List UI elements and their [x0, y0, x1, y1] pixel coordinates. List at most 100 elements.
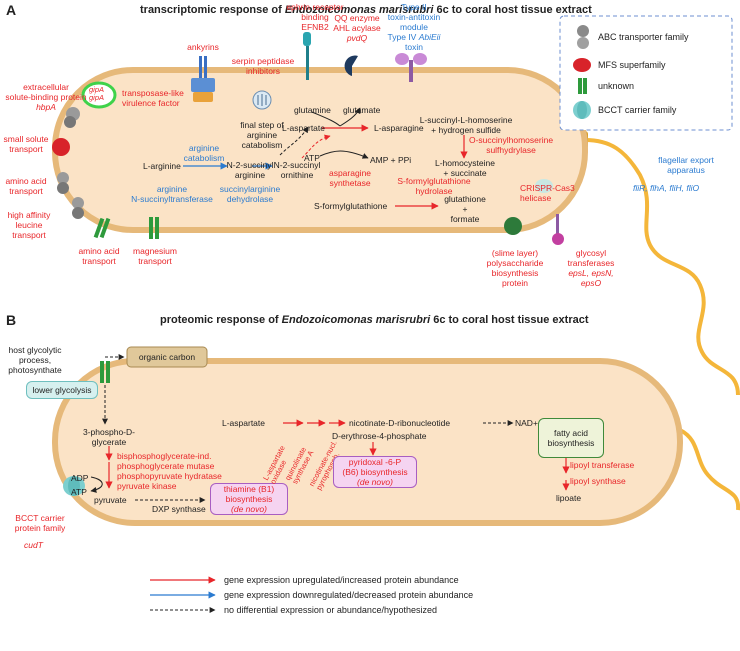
flagellum-b — [678, 428, 740, 511]
carbon-transporter — [100, 361, 110, 383]
lower-glycolysis-box: lower glycolysis — [26, 381, 98, 399]
organic-carbon-box — [126, 346, 208, 368]
thiamine-box: thiamine (B1)biosynthesis(de novo) — [210, 483, 288, 515]
enolase-label: phosphopyruvate hydratase — [117, 471, 222, 481]
legend-up-label: gene expression upregulated/increased pr… — [224, 575, 459, 585]
ankyrins-label: ankyrins — [187, 42, 219, 52]
bcct-carrier-icon — [63, 476, 85, 496]
gip-transposase-icon — [81, 81, 117, 109]
legend-none-label: no differential expression or abundance/… — [224, 605, 437, 615]
l-arginine: L-arginine — [143, 161, 181, 171]
mfs-transporter-icon — [52, 138, 70, 156]
amp-ppi: AMP + PPi — [370, 155, 412, 165]
hbpA-protein — [64, 107, 80, 128]
ankyrin-protein — [191, 56, 215, 102]
serpin-protein — [252, 90, 272, 110]
amino-acid-transporter-bottom — [93, 217, 111, 239]
legend-down-label: gene expression downregulated/decreased … — [224, 590, 474, 600]
unknown-legend-icon — [578, 78, 587, 94]
pyruvate: pyruvate — [94, 495, 127, 505]
organic-carbon-label: organic carbon — [138, 352, 196, 362]
panel-b-title: proteomic response of Endozoicomonas mar… — [160, 314, 589, 326]
arrow-final-step — [279, 126, 309, 156]
legend-box-a — [559, 15, 733, 131]
abc-legend-icon — [577, 25, 589, 49]
arrow-glutamate — [339, 107, 361, 127]
mfs-legend-icon — [573, 58, 591, 72]
legend-bcct-label: BCCT carrier family — [598, 105, 677, 115]
glutathione-formate: glutathione+formate — [444, 194, 486, 224]
cell-b — [52, 358, 683, 526]
dxp-synthase: DXP synthase — [152, 504, 206, 514]
atp-a: ATP — [304, 153, 320, 163]
l-asparagine: L-asparagine — [374, 123, 424, 133]
adp: ADP — [71, 473, 89, 483]
glycosyl-transferase-icon — [552, 214, 564, 245]
3-phosphoglycerate: 3-phospho-D-glycerate — [83, 427, 135, 447]
s-formylglutathione: S-formylglutathione — [314, 201, 388, 211]
flagellar-genes: fliR, flhA, fliH, fliO — [633, 183, 700, 193]
d-erythrose-4-phosphate: D-erythrose-4-phosphate — [332, 431, 427, 441]
leucine-abc-transporter — [72, 197, 84, 219]
legend-unknown-label: unknown — [598, 81, 635, 91]
magnesium-transporter — [149, 217, 159, 239]
panel-a-title: transcriptomic response of Endozoicomona… — [140, 4, 592, 16]
bpgm-label: bisphosphoglycerate-ind.phosphoglycerate… — [117, 451, 215, 471]
toxin-antitoxin-icon — [395, 53, 427, 82]
lipoyl-synthase: lipoyl synthase — [570, 476, 626, 486]
succinyl-homoserine: L-succinyl-L-homoserine+ hydrogen sulfid… — [419, 115, 513, 135]
flagellum-a — [584, 138, 740, 396]
cudT-gene: cudT — [24, 540, 43, 550]
panel-b-letter: B — [6, 312, 17, 328]
arrow-glutamine — [311, 111, 341, 127]
nicotinate-d-ribonucleotide: nicotinate-D-ribonucleotide — [349, 418, 451, 428]
arrow-adp-atp — [90, 476, 103, 493]
amino-acid-abc-transporter-left — [57, 172, 69, 194]
pyruvate-kinase-label: pyruvate kinase — [117, 481, 177, 491]
panel-a-letter: A — [6, 2, 17, 18]
glutamine: glutamine — [294, 105, 331, 115]
pyridoxal-box: pyridoxal -6-P(B6) biosynthesis(de novo) — [333, 456, 417, 488]
ephrin-receptor-protein — [303, 32, 311, 80]
bcct-legend-icon — [573, 101, 591, 119]
atp-b: ATP — [71, 487, 87, 497]
slime-layer-protein-icon — [504, 217, 522, 235]
lipoyl-transferase: lipoyl transferase — [570, 460, 635, 470]
pvdQ-enzyme-icon — [344, 55, 358, 76]
l-aspartate-b: L-aspartate — [222, 418, 265, 428]
crispr-cas3-icon — [535, 179, 553, 193]
legend-mfs-label: MFS superfamily — [598, 60, 666, 70]
arrow-atp-amp — [319, 150, 369, 159]
lipoate: lipoate — [556, 493, 582, 503]
l-aspartate: L-aspartate — [282, 123, 325, 133]
legend-abc-label: ABC transporter family — [598, 32, 689, 42]
arrow-red-dashed-loop — [301, 134, 331, 159]
